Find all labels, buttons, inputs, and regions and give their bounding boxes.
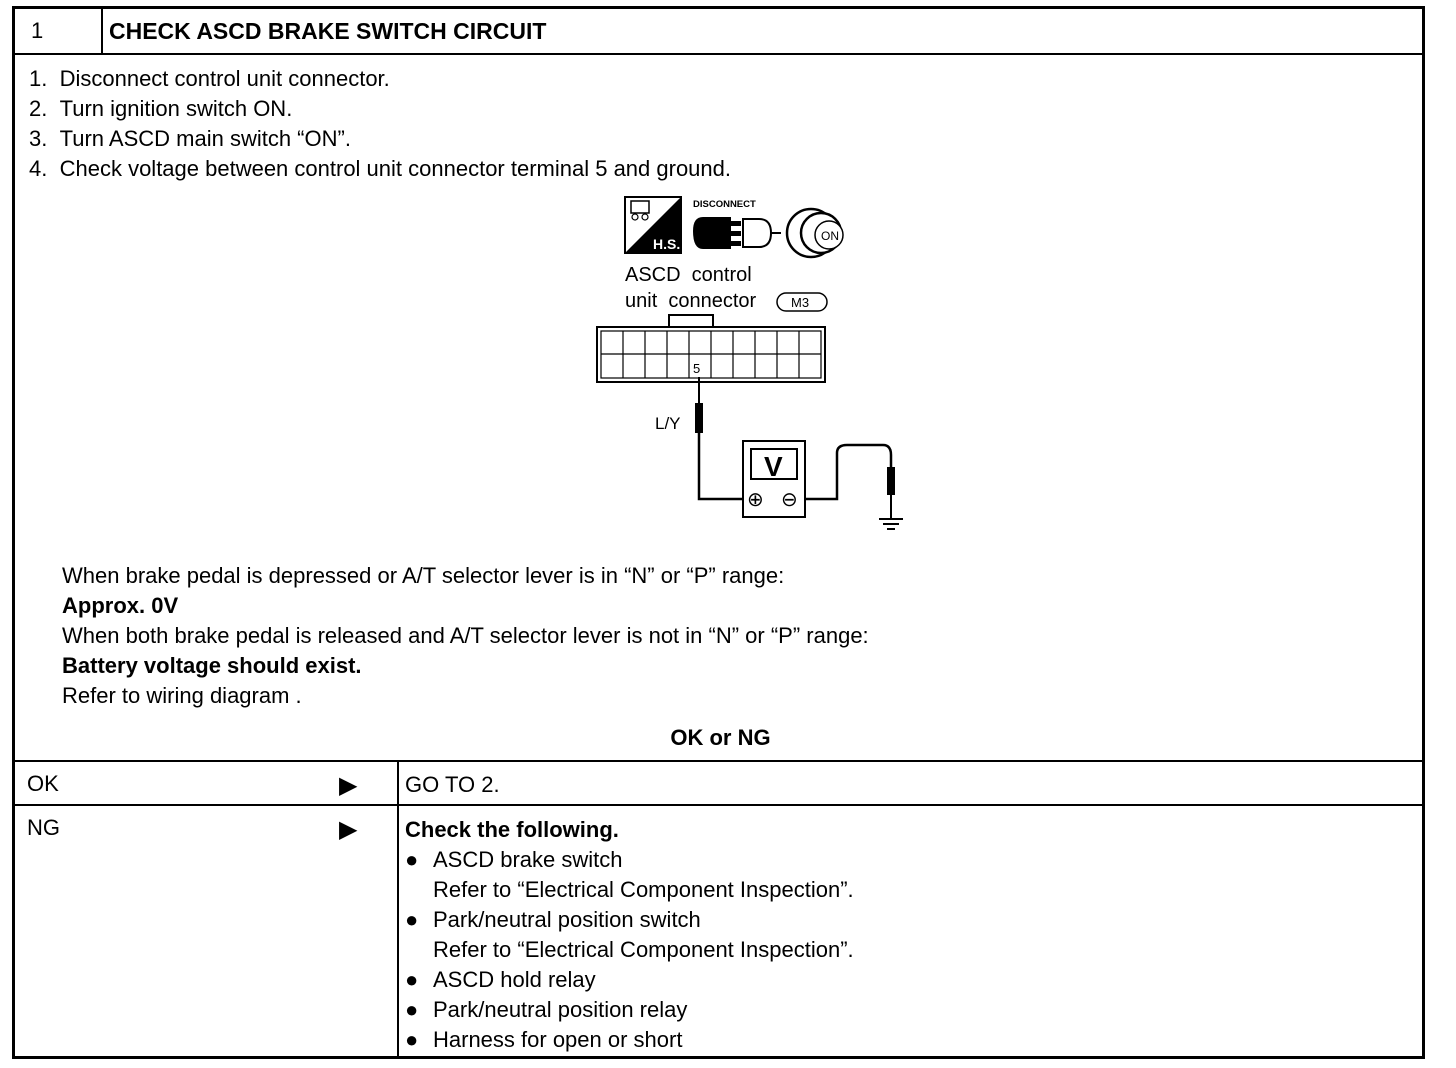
- bullet-icon: ●: [405, 1027, 419, 1052]
- result-ok-label: OK: [27, 771, 59, 796]
- step-item-text: Disconnect control unit connector.: [59, 66, 390, 91]
- connector-code: M3: [791, 295, 809, 310]
- condition-released-value: Battery voltage should exist.: [62, 653, 362, 678]
- bullet-icon: ●: [405, 847, 419, 872]
- ng-action-heading: Check the following.: [405, 817, 619, 842]
- disconnect-label: DISCONNECT: [693, 199, 756, 210]
- connector-code-badge: [776, 292, 828, 312]
- list-item-text: Park/neutral position switch: [433, 907, 701, 932]
- hs-icon: H.S.: [624, 196, 682, 254]
- disconnect-icon: DISCONNECT: [693, 199, 781, 249]
- divider: [15, 760, 1422, 762]
- step-title: CHECK ASCD BRAKE SWITCH CIRCUIT: [109, 18, 547, 44]
- list-item-text: Park/neutral position relay: [433, 997, 688, 1022]
- list-item-text: ASCD hold relay: [433, 967, 596, 992]
- connector-label-line1: ASCD control: [625, 264, 752, 286]
- procedure-table: 1 CHECK ASCD BRAKE SWITCH CIRCUIT 1. Dis…: [12, 6, 1425, 1059]
- step-item: 2. Turn ignition switch ON.: [29, 94, 731, 124]
- step-item: 1. Disconnect control unit connector.: [29, 64, 731, 94]
- control-unit-connector: 5: [596, 314, 826, 383]
- bullet-icon: ●: [405, 997, 419, 1022]
- step-header: 1 CHECK ASCD BRAKE SWITCH CIRCUIT: [15, 9, 1422, 55]
- arrow-right-icon: ▶: [339, 816, 358, 843]
- list-item-note: Refer to “Electrical Component Inspectio…: [433, 937, 854, 962]
- voltmeter: V ⊕ ⊖: [742, 440, 806, 518]
- step-item-text: Check voltage between control unit conne…: [59, 156, 732, 181]
- step-item-text: Turn ignition switch ON.: [59, 96, 293, 121]
- step-item-number: 4.: [29, 156, 48, 181]
- result-ok-action: GO TO 2.: [405, 772, 500, 797]
- column-divider: [397, 761, 399, 1056]
- positive-probe-wire: [695, 377, 743, 501]
- voltmeter-negative-terminal: ⊖: [781, 489, 798, 511]
- step-item: 4. Check voltage between control unit co…: [29, 154, 731, 184]
- wire-color-label: L/Y: [655, 414, 681, 433]
- hs-label: H.S.: [653, 236, 680, 252]
- step-list: 1. Disconnect control unit connector. 2.…: [29, 64, 731, 184]
- voltmeter-label: V: [764, 451, 783, 482]
- step-item-number: 1.: [29, 66, 48, 91]
- step-item-number: 2.: [29, 96, 48, 121]
- list-item-text: Harness for open or short: [433, 1027, 683, 1052]
- voltage-conditions: When brake pedal is depressed or A/T sel…: [62, 561, 869, 711]
- condition-depressed: When brake pedal is depressed or A/T sel…: [62, 563, 785, 588]
- list-item: ● Park/neutral position switch: [405, 905, 854, 935]
- step-item-number: 3.: [29, 126, 48, 151]
- condition-depressed-value: Approx. 0V: [62, 593, 179, 618]
- list-item: ● ASCD hold relay: [405, 965, 854, 995]
- list-item-text: ASCD brake switch: [433, 847, 623, 872]
- result-ng-label: NG: [27, 815, 60, 840]
- list-item: ● ASCD brake switch: [405, 845, 854, 875]
- bullet-icon: ●: [405, 907, 419, 932]
- list-item: ● Harness for open or short: [405, 1025, 854, 1055]
- ng-action-list: Check the following. ●ASCD brake switch …: [405, 815, 854, 1055]
- connector-label-line2: unit connector: [625, 290, 757, 312]
- negative-probe-wire: [805, 443, 895, 519]
- ignition-on-icon: ON: [785, 207, 844, 259]
- step-number: 1: [15, 9, 103, 53]
- step-item-text: Turn ASCD main switch “ON”.: [59, 126, 351, 151]
- wiring-diagram-reference: Refer to wiring diagram .: [62, 683, 302, 708]
- terminal-number: 5: [693, 361, 700, 376]
- ignition-on-label: ON: [821, 229, 839, 243]
- voltmeter-positive-terminal: ⊕: [747, 489, 764, 511]
- arrow-right-icon: ▶: [339, 772, 358, 799]
- list-item-note: Refer to “Electrical Component Inspectio…: [433, 877, 854, 902]
- bullet-icon: ●: [405, 967, 419, 992]
- condition-released: When both brake pedal is released and A/…: [62, 623, 869, 648]
- voltage-check-diagram: H.S. DISCONNECT ON ASCD control unit con…: [596, 196, 903, 530]
- step-item: 3. Turn ASCD main switch “ON”.: [29, 124, 731, 154]
- divider: [15, 804, 1422, 806]
- ground-icon: [879, 518, 903, 530]
- list-item: ● Park/neutral position relay: [405, 995, 854, 1025]
- verdict-heading: OK or NG: [670, 725, 771, 750]
